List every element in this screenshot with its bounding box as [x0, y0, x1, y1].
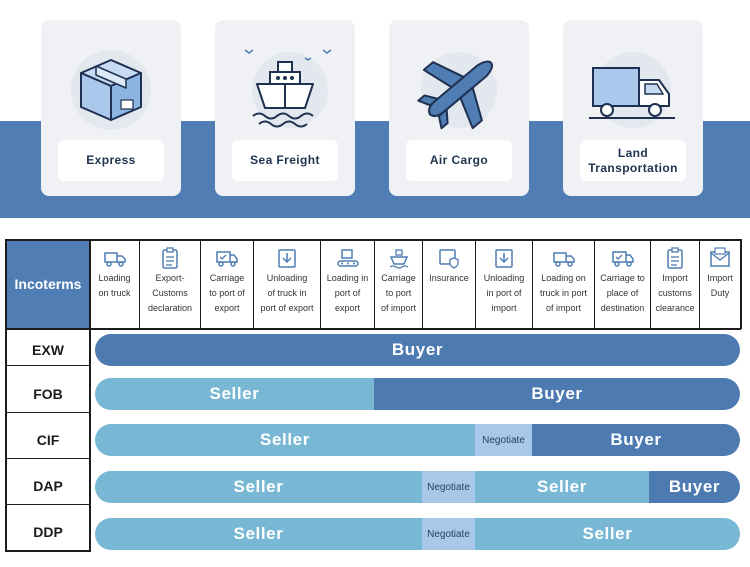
column-import-customs: Import customs clearance	[651, 240, 699, 328]
grid-line	[5, 504, 91, 505]
grid-line	[5, 239, 7, 552]
column-unloading-port-import: Unloading in port of import	[476, 240, 532, 328]
segment-seller: Seller	[475, 518, 740, 550]
column-export-customs: Export- Customs declaration	[140, 240, 200, 328]
airplane-icon	[417, 52, 497, 130]
truck-loading-icon	[552, 252, 575, 267]
service-card-sea-freight[interactable]: Sea Freight	[215, 20, 355, 196]
grid-line	[422, 239, 423, 329]
delivery-truck-icon	[611, 251, 634, 267]
bar-exw: Buyer	[95, 334, 740, 366]
segment-seller: Seller	[95, 518, 422, 550]
truck-icon	[589, 52, 675, 128]
segment-negotiate: Negotiate	[422, 518, 475, 550]
column-loading-truck-port-import: Loading on truck in port of import	[533, 240, 594, 328]
column-label: Carriage to place of destination	[600, 273, 645, 313]
column-carriage-port-import: Carriage to port of import	[375, 240, 422, 328]
bar-dap: Seller Negotiate Seller Buyer	[95, 471, 740, 503]
segment-negotiate: Negotiate	[422, 471, 475, 503]
truck-loading-icon	[103, 252, 126, 267]
grid-line	[5, 550, 91, 552]
column-label: Loading in port of export	[326, 273, 369, 313]
grid-line	[320, 239, 321, 329]
grid-line	[5, 239, 741, 241]
grid-line	[5, 458, 91, 459]
grid-line	[139, 239, 140, 329]
grid-line	[740, 239, 742, 329]
insured-box-icon	[439, 249, 459, 269]
column-label: Insurance	[429, 273, 469, 283]
package-down-icon	[495, 249, 513, 268]
incoterms-header: Incoterms	[6, 240, 90, 328]
column-unloading-port-export: Unloading of truck in port of export	[254, 240, 320, 328]
column-label: Carriage to port of export	[209, 273, 245, 313]
ship-icon	[389, 249, 408, 269]
box-icon	[71, 50, 151, 130]
package-down-icon	[278, 249, 296, 268]
clipboard-icon	[162, 247, 178, 269]
grid-line	[200, 239, 201, 329]
column-carriage-port-export: Carriage to port of export	[201, 240, 253, 328]
row-label-ddp: DDP	[33, 524, 63, 540]
column-label: Unloading in port of import	[483, 273, 525, 313]
column-label: Unloading of truck in port of export	[260, 273, 314, 313]
row-label-cif: CIF	[36, 432, 60, 448]
grid-line	[5, 365, 91, 366]
segment-seller: Seller	[475, 471, 649, 503]
service-card-air-cargo[interactable]: Air Cargo	[389, 20, 529, 196]
service-card-land-transportation[interactable]: Land Transportation	[563, 20, 703, 196]
segment-buyer: Buyer	[95, 334, 740, 366]
grid-line	[89, 239, 91, 552]
column-label: Import Duty	[707, 273, 733, 298]
service-label-express: Express	[58, 140, 164, 181]
column-label: Import customs clearance	[655, 273, 695, 313]
column-carriage-destination: Carriage to place of destination	[595, 240, 650, 328]
service-label-sea-freight: Sea Freight	[232, 140, 338, 181]
column-loading-port-export: Loading in port of export	[321, 240, 374, 328]
grid-line	[699, 239, 700, 329]
column-label: Carriage to port of import	[380, 273, 416, 313]
bar-cif: Seller Negotiate Buyer	[95, 424, 740, 456]
column-label: Loading on truck	[98, 273, 131, 298]
clipboard-icon	[667, 247, 683, 269]
conveyor-icon	[336, 249, 359, 267]
grid-line	[374, 239, 375, 329]
segment-seller: Seller	[95, 378, 374, 410]
service-label-land-transportation: Land Transportation	[580, 140, 686, 181]
column-insurance: Insurance	[423, 240, 475, 328]
grid-line	[532, 239, 533, 329]
delivery-truck-icon	[216, 251, 238, 267]
ship-icon	[244, 49, 332, 128]
segment-seller: Seller	[95, 424, 475, 456]
segment-buyer: Buyer	[374, 378, 740, 410]
grid-line	[5, 328, 741, 330]
segment-buyer: Buyer	[532, 424, 740, 456]
segment-seller: Seller	[95, 471, 422, 503]
row-label-fob: FOB	[33, 386, 63, 402]
column-label: Export- Customs declaration	[147, 273, 193, 313]
bar-fob: Seller Buyer	[95, 378, 740, 410]
row-label-exw: EXW	[32, 342, 64, 358]
column-loading-on-truck: Loading on truck	[90, 240, 139, 328]
grid-line	[594, 239, 595, 329]
column-label: Loading on truck in port of import	[539, 273, 588, 313]
segment-negotiate: Negotiate	[475, 424, 532, 456]
grid-line	[650, 239, 651, 329]
grid-line	[5, 412, 91, 413]
row-label-dap: DAP	[33, 478, 63, 494]
grid-line	[253, 239, 254, 329]
service-card-express[interactable]: Express	[41, 20, 181, 196]
column-import-duty: Import Duty	[700, 240, 740, 328]
grid-line	[475, 239, 476, 329]
tax-envelope-icon	[710, 247, 730, 267]
segment-buyer: Buyer	[649, 471, 740, 503]
bar-ddp: Seller Negotiate Seller	[95, 518, 740, 550]
service-label-air-cargo: Air Cargo	[406, 140, 512, 181]
